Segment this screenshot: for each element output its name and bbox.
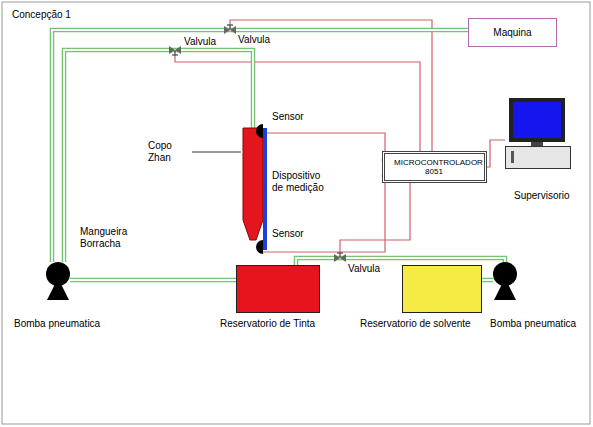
microcontroller-box: MICROCONTROLADOR 8051 <box>382 151 487 183</box>
control-wires <box>175 20 432 253</box>
paint-reservoir: Reservatorio de Tinta <box>236 265 320 313</box>
sensor: Sensor <box>253 240 263 254</box>
monitor-stand <box>531 142 543 146</box>
pneumatic-pump: Bomba pneumatica <box>46 262 70 286</box>
hose-core <box>52 30 468 262</box>
shape-outline <box>402 265 482 313</box>
pump-body <box>493 262 517 286</box>
rubber-hose <box>52 30 468 262</box>
node-label: Copo Zhan <box>148 140 190 163</box>
valve-label: Valvula <box>238 34 270 46</box>
measuring-device: Dispositivo de medição <box>263 128 267 250</box>
rubber-hose <box>70 280 236 281</box>
valve-symbol <box>334 253 346 262</box>
hose-outline <box>296 258 505 265</box>
shape-outline <box>505 98 571 170</box>
signal-wire <box>263 133 385 160</box>
valve-label: Valvula <box>184 36 216 48</box>
node-label: Maquina <box>493 27 531 39</box>
node-label: Dispositivo de medição <box>272 170 330 193</box>
pump-body <box>46 262 70 286</box>
shape-outline <box>493 262 517 286</box>
shape-outline <box>236 265 320 313</box>
valve-label: Valvula <box>348 263 380 275</box>
monitor-screen <box>513 102 561 138</box>
sensor-symbol <box>256 240 263 254</box>
valve-wire <box>175 55 420 152</box>
diagram-title: Concepção 1 <box>12 9 71 21</box>
wire-path <box>487 140 506 167</box>
valve-symbol <box>169 46 181 55</box>
sensor-symbol <box>256 124 263 138</box>
tank-body <box>237 266 320 313</box>
valve-wire <box>340 182 410 253</box>
node-label: Bomba pneumatica <box>14 318 100 330</box>
pneumatic-pump: Bomba pneumatica <box>493 262 517 286</box>
monitor-frame <box>509 98 565 142</box>
cup-body <box>243 128 263 240</box>
node-label: Reservatorio de Tinta <box>220 318 315 330</box>
rubber-hose <box>296 258 505 265</box>
shape-outline <box>253 124 263 138</box>
frame-border <box>2 2 590 424</box>
node-label: Bomba pneumatica <box>490 318 576 330</box>
hose-outline <box>482 278 493 283</box>
valve-wire <box>230 20 432 152</box>
node-label: Supervisorio <box>514 190 570 202</box>
node-label: Reservatorio de solvente <box>360 318 471 330</box>
measuring-bar <box>263 128 267 250</box>
leader-line <box>192 152 241 153</box>
hose-core <box>70 279 236 281</box>
node-label: MICROCONTROLADOR 8051 <box>394 158 474 176</box>
shape-outline <box>243 128 263 240</box>
shape-outline <box>46 262 70 286</box>
rubber-hose <box>482 280 493 281</box>
sensor: Sensor <box>253 124 263 138</box>
shape-outline <box>263 128 267 250</box>
machine-box: Maquina <box>468 18 557 47</box>
zahn-cup: Copo Zhan <box>243 128 263 240</box>
hose-outline <box>52 30 468 262</box>
computer-slot <box>511 151 514 163</box>
signal-wire <box>487 140 506 167</box>
hose-core <box>482 279 493 281</box>
solvent-reservoir: Reservatorio de solvente <box>402 265 482 313</box>
hose-outline <box>64 50 253 262</box>
valve-symbol <box>224 25 236 34</box>
hose-outline <box>70 278 236 283</box>
computer-case <box>506 147 571 169</box>
rubber-hose <box>64 50 253 262</box>
supervisory-computer: Supervisorio <box>505 98 571 170</box>
node-label: Sensor <box>272 228 304 240</box>
hose-core <box>64 50 253 262</box>
tank-body <box>403 266 482 313</box>
wire-path <box>263 133 385 160</box>
hose-label: Mangueira Borracha <box>80 226 138 249</box>
shape-outline <box>253 240 263 254</box>
node-label: Sensor <box>272 111 304 123</box>
hose-core <box>296 258 505 265</box>
